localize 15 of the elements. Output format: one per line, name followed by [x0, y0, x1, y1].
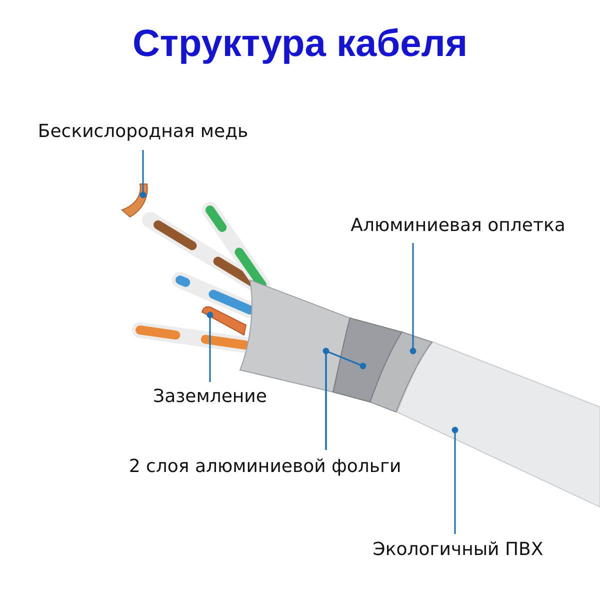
leader-line	[140, 150, 146, 198]
callout-label: Алюминиевая оплетка	[350, 214, 566, 238]
callout-label: Экологичный ПВХ	[372, 538, 544, 562]
leader-line	[410, 243, 416, 354]
callout-label: 2 слоя алюминиевой фольги	[128, 455, 402, 479]
outer-foil-shield	[332, 318, 402, 402]
leader-line	[206, 312, 214, 382]
braid-shield	[370, 332, 432, 412]
leader-line	[452, 426, 458, 534]
leader-line	[325, 350, 366, 450]
callout-label: Заземление	[153, 385, 267, 409]
ground-wire	[202, 306, 246, 336]
callout-label: Бескислородная медь	[38, 120, 248, 144]
copper-conductor	[122, 184, 148, 218]
title: Структура кабеля	[131, 22, 469, 67]
